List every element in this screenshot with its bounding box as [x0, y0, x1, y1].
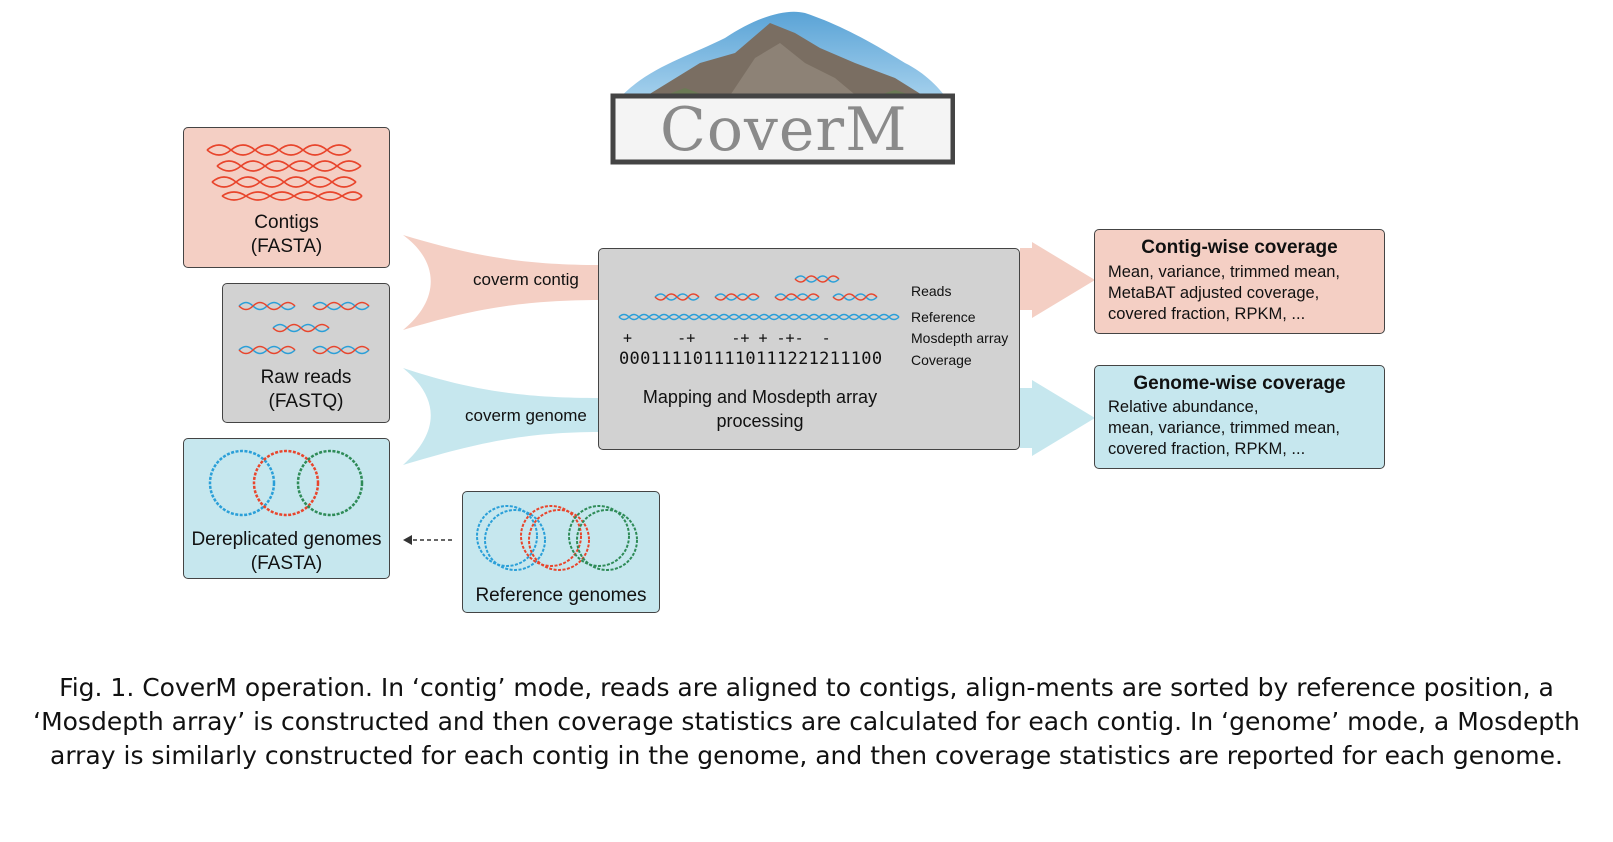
genome-wise-output-box: Genome-wise coverage Relative abundance,…: [1094, 365, 1385, 469]
contig-wise-line-3: covered fraction, RPKM, ...: [1108, 305, 1306, 323]
mountain-image: [610, 11, 956, 165]
contig-flow-out: [1020, 242, 1095, 318]
dna-reads-icon: [238, 301, 370, 355]
raw-reads-label: Raw reads: [260, 367, 352, 388]
contig-wise-line-2: MetaBAT adjusted coverage,: [1108, 284, 1320, 302]
genome-wise-title: Genome-wise coverage: [1133, 373, 1346, 394]
coverm-genome-label: coverm genome: [465, 406, 587, 425]
processing-box: + -+ -+ + -+- - 000111101111011122121110…: [598, 248, 1020, 450]
row-label-reads: Reads: [911, 283, 952, 299]
genomes-label: Dereplicated genomes: [191, 529, 382, 550]
genome-flow-out: [1020, 380, 1095, 456]
contig-flow-in: [403, 235, 600, 330]
raw-reads-format: (FASTQ): [268, 391, 344, 412]
row-label-reference: Reference: [911, 309, 976, 325]
processing-caption-1: Mapping and Mosdepth array: [642, 387, 878, 407]
dna-contigs-icon: [206, 144, 363, 201]
contigs-label: Contigs: [254, 212, 319, 233]
genome-wise-line-3: covered fraction, RPKM, ...: [1108, 440, 1306, 458]
processing-caption-2: processing: [716, 411, 804, 431]
coverage-row: 0001111011110111221211100: [619, 349, 883, 369]
circular-genomes-icon: [208, 449, 364, 517]
contigs-format: (FASTA): [250, 236, 323, 257]
row-label-coverage: Coverage: [911, 352, 972, 368]
genome-wise-line-2: mean, variance, trimmed mean,: [1108, 419, 1341, 437]
genomes-input-box: Dereplicated genomes (FASTA): [183, 438, 390, 579]
alignment-illustration: [618, 275, 900, 321]
figure-caption: Fig. 1. CoverM operation. In ‘contig’ mo…: [33, 673, 1580, 770]
coverm-logo: CoverM: [605, 8, 956, 168]
reference-genomes-icon: [476, 505, 638, 571]
genome-flow-in: [403, 368, 600, 465]
contigs-input-box: Contigs (FASTA): [183, 127, 390, 268]
mosdepth-array-row: + -+ -+ + -+- -: [623, 329, 831, 347]
logo-text: CoverM: [660, 95, 908, 165]
reference-genomes-label: Reference genomes: [475, 585, 647, 606]
genomes-format: (FASTA): [250, 553, 323, 574]
raw-reads-input-box: Raw reads (FASTQ): [222, 283, 390, 423]
contig-wise-title: Contig-wise coverage: [1141, 237, 1338, 258]
genome-wise-line-1: Relative abundance,: [1108, 398, 1259, 416]
coverm-contig-label: coverm contig: [473, 270, 579, 289]
contig-wise-line-1: Mean, variance, trimmed mean,: [1108, 263, 1341, 281]
reference-genomes-box: Reference genomes: [462, 491, 660, 613]
row-label-mosdepth: Mosdepth array: [911, 330, 1009, 346]
contig-wise-output-box: Contig-wise coverage Mean, variance, tri…: [1094, 229, 1385, 334]
